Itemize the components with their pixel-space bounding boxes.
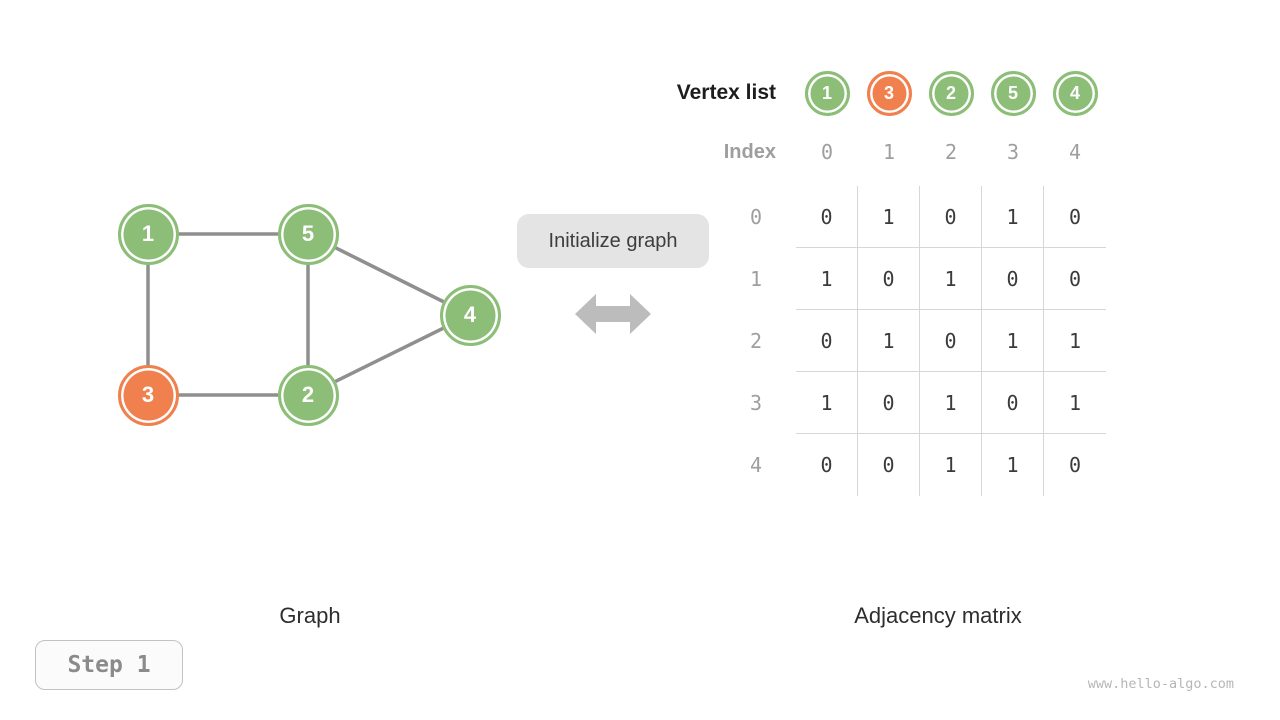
index-row: 0 1 2 3 4	[796, 130, 1106, 174]
vertex-circle-cell: 4	[1044, 70, 1106, 116]
graph-node-5: 5	[277, 203, 339, 265]
matrix-cell: 1	[920, 248, 982, 310]
matrix-row-label: 1	[749, 267, 763, 291]
matrix-cell: 0	[796, 434, 858, 496]
matrix-row-label: 4	[749, 453, 763, 477]
index-value: 1	[882, 140, 896, 164]
index-value: 2	[944, 140, 958, 164]
matrix-cell: 1	[1044, 372, 1106, 434]
matrix-cell: 0	[1044, 186, 1106, 248]
matrix-cell: 1	[920, 434, 982, 496]
matrix-cell: 0	[920, 186, 982, 248]
matrix-cell: 0	[1044, 248, 1106, 310]
matrix-row-label: 2	[749, 329, 763, 353]
watermark: www.hello-algo.com	[1087, 676, 1234, 692]
graph-node-3: 3	[117, 364, 179, 426]
matrix-cell: 0	[796, 310, 858, 372]
matrix-cell: 1	[982, 434, 1044, 496]
double-arrow-icon	[575, 294, 651, 334]
matrix-cell: 1	[1044, 310, 1106, 372]
graph-node-2: 2	[277, 364, 339, 426]
graph-node-1: 1	[117, 203, 179, 265]
matrix-cell: 1	[982, 310, 1044, 372]
matrix-row-labels: 0 1 2 3 4	[726, 186, 786, 496]
matrix-cell: 0	[858, 248, 920, 310]
matrix-cell: 0	[920, 310, 982, 372]
matrix-cell: 0	[858, 434, 920, 496]
index-label: Index	[723, 140, 776, 163]
vertex-circle: 3	[866, 70, 912, 116]
index-value: 3	[1006, 140, 1020, 164]
matrix-cell: 0	[1068, 453, 1082, 477]
vertex-circle: 2	[928, 70, 974, 116]
graph-caption: Graph	[279, 603, 341, 628]
matrix-row-label: 3	[749, 391, 763, 415]
index-value: 4	[1068, 140, 1082, 164]
matrix-cell: 0	[982, 248, 1044, 310]
initialize-graph-badge: Initialize graph	[517, 214, 709, 268]
vertex-circle-cell: 5	[982, 70, 1044, 116]
vertex-circle-cell: 1	[796, 70, 858, 116]
vertex-circle: 4	[1052, 70, 1098, 116]
index-value: 0	[820, 140, 834, 164]
matrix-cell: 0	[982, 372, 1044, 434]
vertex-list-label: Vertex list	[676, 81, 776, 104]
matrix-cell: 0	[858, 372, 920, 434]
graph-node-4: 4	[439, 284, 501, 346]
matrix-cell: 1	[796, 248, 858, 310]
matrix-cell: 1	[920, 372, 982, 434]
vertex-circle: 5	[990, 70, 1036, 116]
vertex-circle: 1	[804, 70, 850, 116]
matrix-caption: Adjacency matrix	[854, 603, 1022, 628]
matrix-cell: 1	[858, 310, 920, 372]
vertex-circle-cell: 3	[858, 70, 920, 116]
matrix-row-label: 0	[749, 205, 763, 229]
matrix-cell: 1	[796, 372, 858, 434]
matrix-cell: 1	[982, 186, 1044, 248]
step-badge: Step 1	[35, 640, 183, 690]
matrix-cell: 0	[796, 186, 858, 248]
vertex-circle-cell: 2	[920, 70, 982, 116]
matrix-cell: 1	[858, 186, 920, 248]
